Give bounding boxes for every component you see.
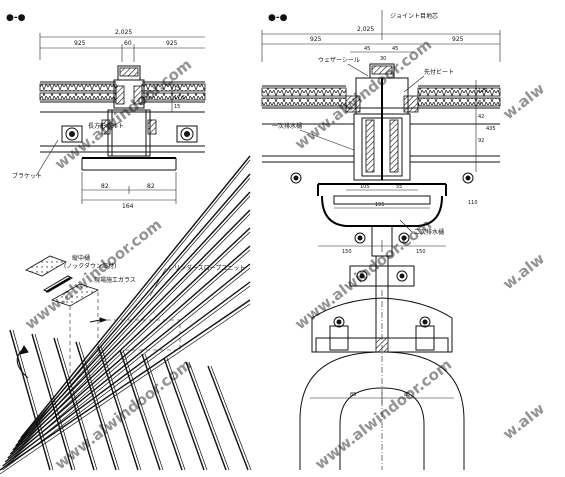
right-side-dim-2: 8	[478, 100, 481, 106]
left-dim-left: 925	[74, 40, 86, 47]
iso-label-gutter: 縦中樋	[72, 254, 90, 262]
isometric-view: 縦中樋 (ノックダウン部材) 現場施工ガラス シリンダースロープユニット	[0, 155, 252, 475]
iso-grid-line	[2, 285, 251, 471]
left-section-view: ●-● 2,025 925 60 925	[6, 13, 206, 210]
iso-grid-line	[141, 353, 183, 471]
right-dim-total: 2,025	[357, 26, 374, 33]
left-bolt-left	[61, 125, 83, 143]
iso-grid-line	[56, 337, 98, 471]
iso-grid-line	[7, 249, 251, 463]
left-side-dim-2: 17.5	[174, 95, 185, 101]
iso-grid-line	[15, 195, 251, 451]
iso-grid-line	[20, 155, 251, 439]
iso-grid-line	[210, 365, 252, 471]
right-label-secondary-gutter: 二次排水樋	[414, 228, 444, 236]
iso-grid-line	[17, 177, 251, 447]
right-section-marker: ●-●	[268, 13, 288, 23]
iso-grid-line	[166, 357, 208, 471]
iso-grid-line	[144, 353, 186, 471]
iso-grid-line	[78, 341, 120, 471]
right-side-dim-4: 92	[478, 138, 484, 144]
left-dimension-bottom: 82 82 164	[81, 172, 177, 210]
iso-grid-line	[0, 303, 251, 475]
iso-grid-line	[207, 365, 249, 471]
iso-grid-line	[122, 349, 164, 471]
right-dim-150-left: 150	[342, 249, 352, 255]
iso-grid-line	[4, 267, 251, 467]
right-label-primary-gutter: 一次排水樋	[272, 122, 302, 130]
left-label-bracket: ブラケット	[12, 172, 42, 180]
left-section-marker: ●-●	[6, 13, 26, 23]
right-dim-85-left: 85	[350, 392, 356, 398]
right-dim-55: 55	[396, 184, 402, 190]
right-dim-110: 110	[468, 200, 478, 206]
right-arch: 85 85	[299, 290, 465, 470]
right-dim-left: 925	[310, 36, 322, 43]
right-glass-panels	[261, 85, 501, 109]
left-dim-base: 164	[122, 203, 134, 210]
left-side-dim-3: 15	[174, 104, 180, 110]
iso-dashed-guides	[16, 292, 181, 380]
right-side-dims: 120 8 42 92 435	[475, 80, 496, 172]
right-joint-label: ジョイント目地芯	[390, 12, 438, 20]
iso-grid-line	[9, 329, 51, 471]
right-dim-45-left: 45	[364, 46, 370, 52]
iso-grid-line	[53, 337, 95, 471]
right-dim-30: 30	[380, 56, 386, 62]
right-dim-right: 925	[452, 36, 464, 43]
right-dimension-top: 2,025 925 925 45 45 30	[261, 26, 501, 62]
iso-grid-line	[20, 159, 251, 443]
left-side-dims: 15 17.5 15	[171, 80, 185, 112]
left-dim-half-right: 82	[147, 183, 155, 190]
right-dim-195: 195	[375, 202, 385, 208]
right-mullion	[345, 63, 419, 181]
right-side-dim-3: 42	[478, 114, 484, 120]
iso-grid-line	[12, 213, 251, 455]
right-dim-45-right: 45	[392, 46, 398, 52]
watermark-6: www.alwindoor.com	[311, 355, 455, 473]
right-label-bead: 先付ビート	[424, 68, 454, 76]
iso-grid-line	[188, 361, 230, 471]
right-label-weather-seal: ウェザーシール	[318, 56, 360, 64]
iso-grid-line	[75, 341, 117, 471]
right-dim-150-right: 150	[416, 249, 426, 255]
iso-grid-line	[10, 231, 251, 459]
iso-grid-line	[163, 357, 205, 471]
iso-grid-line	[185, 361, 227, 471]
left-side-dim-1: 15	[174, 86, 180, 92]
left-dim-right: 925	[166, 40, 178, 47]
left-mullion	[101, 65, 157, 157]
iso-label-gutter-sub: (ノックダウン部材)	[64, 262, 116, 270]
iso-grid-line	[119, 349, 161, 471]
iso-grid-frame	[0, 155, 252, 475]
left-dim-center: 60	[124, 40, 132, 47]
watermark-edge-3: w.alw	[499, 400, 548, 444]
left-dim-total: 2,025	[115, 29, 132, 36]
iso-grid-line	[97, 345, 139, 471]
left-label-bolt: 長方形ボルト	[88, 122, 124, 130]
right-side-dim-1: 120	[478, 88, 488, 94]
iso-label-glass: 現場施工ガラス	[94, 276, 136, 284]
iso-grid-line	[100, 345, 142, 471]
iso-exploded-parts	[25, 255, 99, 307]
iso-grid-line	[34, 333, 76, 471]
left-bolt-right	[176, 125, 198, 143]
right-dim-105: 105	[360, 184, 370, 190]
right-dimension-mid: 105 55 195 110 150 150	[318, 184, 478, 255]
iso-grid-line	[2, 281, 251, 467]
watermark-edge-2: w.alw	[499, 250, 548, 294]
right-dim-85-right: 85	[404, 392, 410, 398]
right-section-view: ●-● ジョイント目地芯 2,025 925 925 45 45 30	[261, 10, 501, 470]
left-dim-half-left: 82	[101, 183, 109, 190]
iso-grid-line	[31, 333, 73, 471]
watermark-edge-1: w.alw	[499, 80, 548, 124]
left-dimension-top: 2,025 925 60 925	[39, 29, 205, 62]
right-side-dim-5: 435	[486, 126, 496, 132]
left-beam	[40, 111, 205, 171]
